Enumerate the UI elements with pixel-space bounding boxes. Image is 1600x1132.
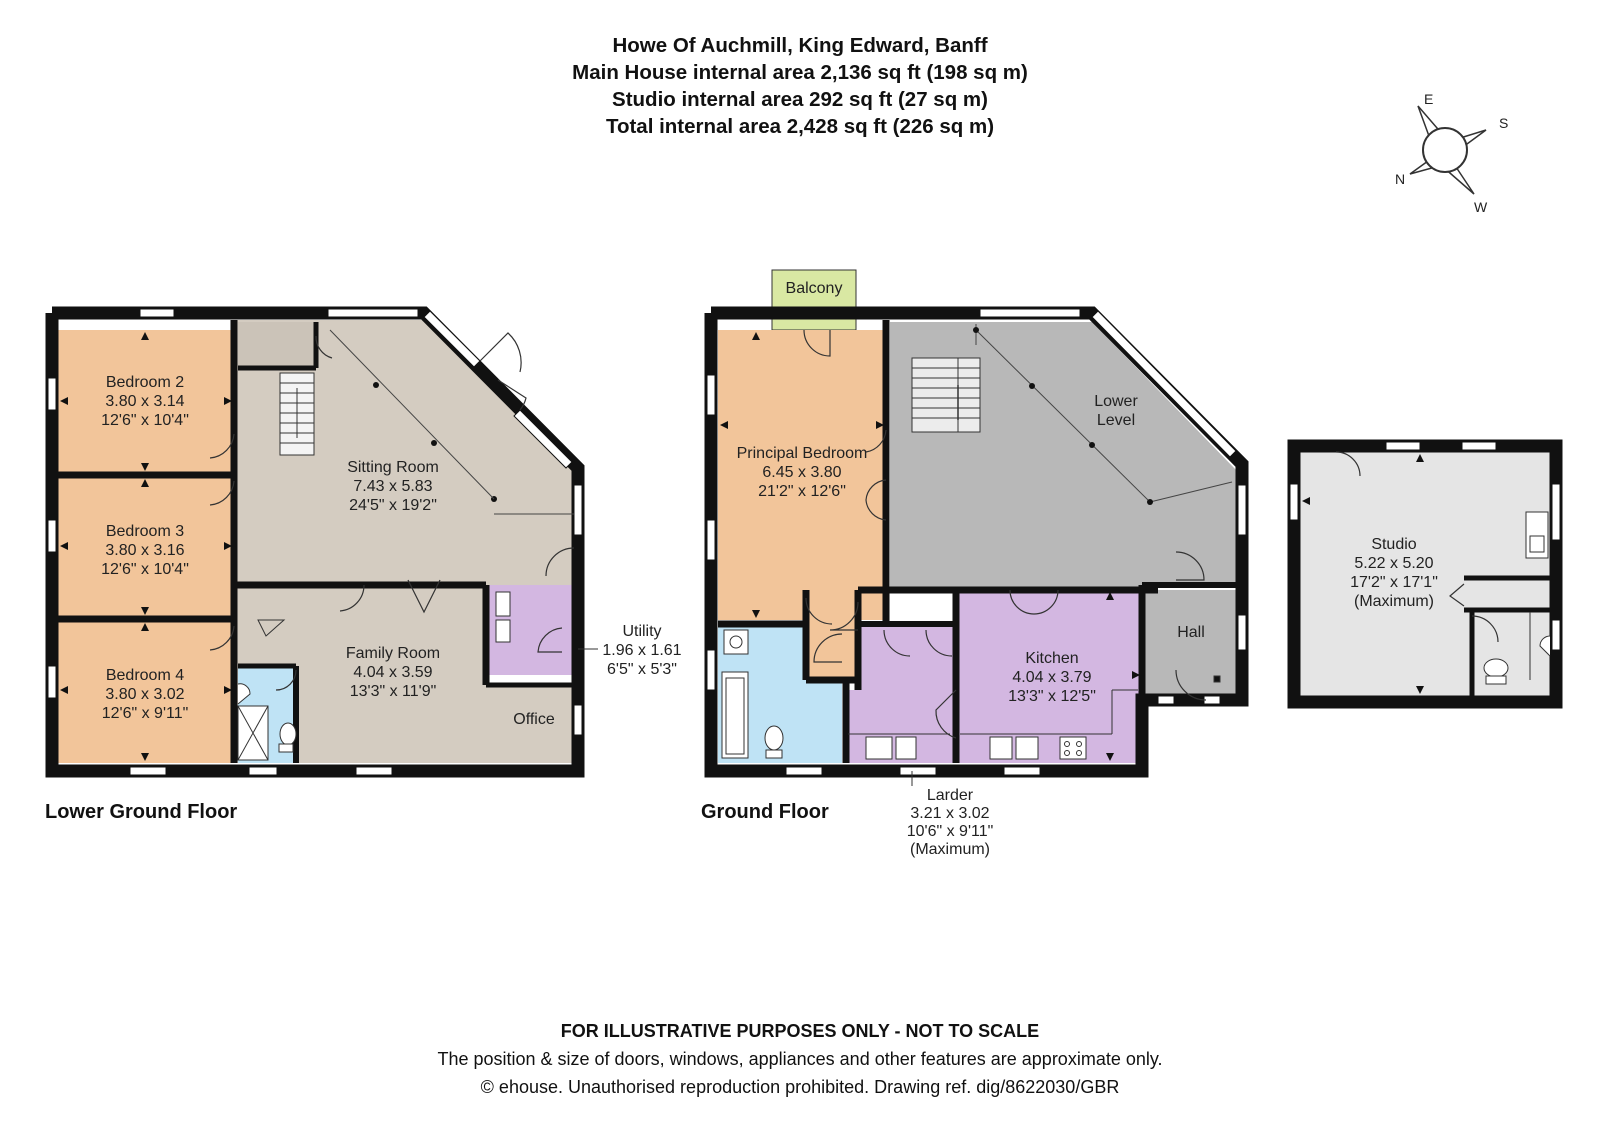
property-title: Howe Of Auchmill, King Edward, Banff — [612, 34, 988, 57]
sitting-room-label: Sitting Room — [347, 459, 439, 476]
header: Howe Of Auchmill, King Edward, Banff Mai… — [0, 32, 1600, 140]
studio-fixtures — [1483, 511, 1551, 685]
balcony-area — [771, 269, 857, 331]
principal-bedroom-area — [718, 330, 886, 620]
landing-area — [806, 590, 858, 680]
studio-area: Studio internal area 292 sq ft (27 sq m) — [612, 88, 988, 111]
compass-north-label: N — [1395, 171, 1405, 187]
studio-area — [1300, 452, 1550, 696]
ground-light-points — [973, 327, 1153, 505]
lower-room-labels: Bedroom 2 3.80 x 3.14 12'6" x 10'4" Bedr… — [45, 374, 682, 823]
hall-label: Hall — [1177, 624, 1205, 641]
bedroom-3-metric: 3.80 x 3.16 — [105, 542, 184, 559]
bedroom-4-label: Bedroom 4 — [106, 667, 184, 684]
studio-windows — [1289, 441, 1561, 651]
total-area: Total internal area 2,428 sq ft (226 sq … — [605, 115, 995, 138]
lower-fixtures — [237, 591, 511, 761]
compass-icon: E S N W — [1395, 91, 1508, 215]
dimension-ticks — [60, 332, 1424, 761]
lower-windows — [47, 308, 583, 776]
larder-note: (Maximum) — [910, 841, 990, 858]
family-room-label: Family Room — [346, 645, 440, 662]
ground-floor-plan: Balcony Principal Bedroom 6.45 x 3.80 21… — [701, 269, 1249, 858]
larder-label: Larder — [927, 787, 974, 804]
disclaimer: FOR ILLUSTRATIVE PURPOSES ONLY - NOT TO … — [560, 1021, 1040, 1041]
larder-imperial: 10'6" x 9'11" — [907, 823, 994, 840]
compass-west-label: W — [1474, 199, 1488, 215]
bedroom-4-imperial: 12'6" x 9'11" — [102, 705, 189, 722]
bedroom-2-area — [58, 330, 234, 473]
ground-fixtures — [721, 629, 1221, 760]
sitting-room-imperial: 24'5" x 19'2" — [349, 497, 437, 514]
kitchen-label: Kitchen — [1025, 650, 1078, 667]
footer: FOR ILLUSTRATIVE PURPOSES ONLY - NOT TO … — [0, 1017, 1600, 1101]
bedroom-3-label: Bedroom 3 — [106, 523, 184, 540]
bedroom-2-label: Bedroom 2 — [106, 374, 184, 391]
studio-metric: 5.22 x 5.20 — [1354, 555, 1433, 572]
store-area — [238, 322, 316, 368]
principal-bedroom-metric: 6.45 x 3.80 — [762, 464, 841, 481]
lower-level-label-line1: Lower — [1094, 393, 1138, 410]
bedroom-4-area — [58, 621, 234, 763]
office-area — [486, 685, 574, 763]
lower-stairs — [279, 372, 315, 456]
studio-label: Studio — [1371, 536, 1416, 553]
principal-bedroom-label: Principal Bedroom — [737, 445, 868, 462]
kitchen-imperial: 13'3" x 12'5" — [1008, 688, 1096, 705]
ground-floor-title: Ground Floor — [701, 801, 829, 823]
bedroom-3-area — [58, 477, 234, 617]
compass-east-label: E — [1424, 91, 1433, 107]
bedroom-4-metric: 3.80 x 3.02 — [105, 686, 184, 703]
bedroom-2-imperial: 12'6" x 10'4" — [101, 412, 189, 429]
balcony-label: Balcony — [786, 280, 843, 297]
ground-doors — [803, 329, 1207, 739]
utility-imperial: 6'5" x 5'3" — [607, 661, 677, 678]
kitchen-metric: 4.04 x 3.79 — [1012, 669, 1091, 686]
copyright: © ehouse. Unauthorised reproduction proh… — [480, 1077, 1120, 1097]
studio-doors — [1335, 451, 1499, 643]
principal-bedroom-imperial: 21'2" x 12'6" — [758, 483, 846, 500]
lower-doors — [209, 332, 575, 691]
lower-level-label-line2: Level — [1097, 412, 1135, 429]
utility-label: Utility — [622, 623, 661, 640]
studio-plan: Studio 5.22 x 5.20 17'2" x 17'1" (Maximu… — [1287, 439, 1563, 709]
larder-metric: 3.21 x 3.02 — [910, 805, 989, 822]
hall-area — [1142, 590, 1238, 700]
approximation-note: The position & size of doors, windows, a… — [437, 1049, 1163, 1069]
ground-windows — [706, 308, 1247, 776]
compass-south-label: S — [1499, 115, 1508, 131]
larder-area — [846, 624, 956, 763]
family-room-metric: 4.04 x 3.59 — [353, 664, 432, 681]
sitting-room-metric: 7.43 x 5.83 — [353, 478, 432, 495]
main-house-area: Main House internal area 2,136 sq ft (19… — [572, 61, 1028, 84]
bedroom-2-metric: 3.80 x 3.14 — [105, 393, 184, 410]
utility-metric: 1.96 x 1.61 — [602, 642, 681, 659]
bedroom-3-imperial: 12'6" x 10'4" — [101, 561, 189, 578]
lower-ground-floor-plan: Bedroom 2 3.80 x 3.14 12'6" x 10'4" Bedr… — [45, 306, 682, 823]
office-label: Office — [513, 711, 555, 728]
ground-room-labels: Balcony Principal Bedroom 6.45 x 3.80 21… — [701, 280, 1205, 858]
studio-note: (Maximum) — [1354, 593, 1434, 610]
lower-ground-floor-title: Lower Ground Floor — [45, 801, 237, 823]
ground-stairs — [911, 357, 981, 433]
studio-imperial: 17'2" x 17'1" — [1350, 574, 1438, 591]
family-room-imperial: 13'3" x 11'9" — [350, 683, 437, 700]
